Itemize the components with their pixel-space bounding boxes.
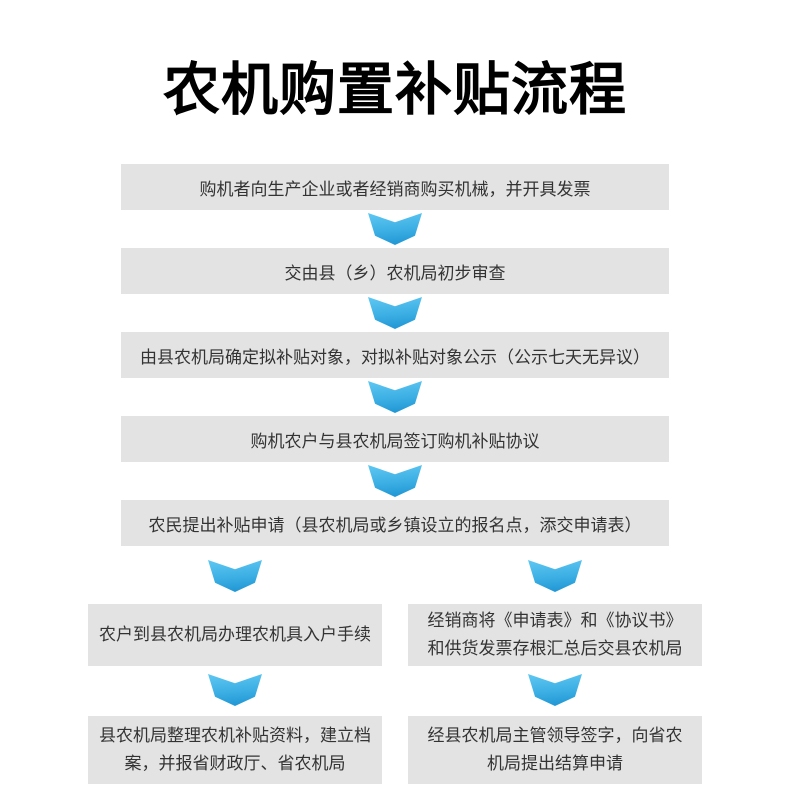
right-branch-step-1-line: 经销商将《申请表》和《协议书》 xyxy=(427,611,683,630)
down-arrow-icon xyxy=(208,674,262,706)
down-arrow-icon xyxy=(528,560,582,592)
down-arrow-icon xyxy=(208,560,262,592)
right-branch-step-1-line: 和供货发票存根汇总后交县农机局 xyxy=(427,639,683,658)
right-branch-column: 经销商将《申请表》和《协议书》 和供货发票存根汇总后交县农机局 经县农机局主管领… xyxy=(408,546,702,784)
left-branch-step-1: 农户到县农机局办理农机具入户手续 xyxy=(88,604,382,666)
main-flow: 购机者向生产企业或者经销商购买机械，并开具发票 交由县（乡）农机局初步审查 由县… xyxy=(0,164,790,546)
flow-step-2-label: 交由县（乡）农机局初步审查 xyxy=(284,263,506,283)
flow-step-1: 购机者向生产企业或者经销商购买机械，并开具发票 xyxy=(121,164,669,210)
flow-step-4: 购机农户与县农机局签订购机补贴协议 xyxy=(121,416,669,462)
flow-step-2: 交由县（乡）农机局初步审查 xyxy=(121,248,669,294)
right-branch-step-1: 经销商将《申请表》和《协议书》 和供货发票存根汇总后交县农机局 xyxy=(408,604,702,666)
flow-step-3: 由县农机局确定拟补贴对象，对拟补贴对象公示（公示七天无异议） xyxy=(121,332,669,378)
left-branch-step-2-line: 县农机局整理农机补贴资料，建立档 xyxy=(99,726,371,745)
flow-step-1-label: 购机者向生产企业或者经销商购买机械，并开具发票 xyxy=(199,179,591,199)
down-arrow-icon xyxy=(368,297,422,329)
right-branch-step-2-line: 经县农机局主管领导签字，向省农 xyxy=(427,726,683,745)
flow-step-5-label: 农民提出补贴申请（县农机局或乡镇设立的报名点，添交申请表） xyxy=(148,515,642,535)
flow-step-5: 农民提出补贴申请（县农机局或乡镇设立的报名点，添交申请表） xyxy=(121,500,669,546)
branch-columns: 农户到县农机局办理农机具入户手续 县农机局整理农机补贴资料，建立档 案，并报省财… xyxy=(0,546,790,784)
left-branch-step-1-line: 农户到县农机局办理农机具入户手续 xyxy=(99,625,371,644)
down-arrow-icon xyxy=(528,674,582,706)
left-branch-step-2: 县农机局整理农机补贴资料，建立档 案，并报省财政厅、省农机局 xyxy=(88,716,382,784)
right-branch-step-2: 经县农机局主管领导签字，向省农 机局提出结算申请 xyxy=(408,716,702,784)
left-branch-column: 农户到县农机局办理农机具入户手续 县农机局整理农机补贴资料，建立档 案，并报省财… xyxy=(88,546,382,784)
down-arrow-icon xyxy=(368,465,422,497)
page-title: 农机购置补贴流程 xyxy=(163,58,627,122)
flow-step-3-label: 由县农机局确定拟补贴对象，对拟补贴对象公示（公示七天无异议） xyxy=(140,347,650,367)
flow-step-4-label: 购机农户与县农机局签订购机补贴协议 xyxy=(250,431,540,451)
left-branch-step-2-line: 案，并报省财政厅、省农机局 xyxy=(124,754,346,773)
down-arrow-icon xyxy=(368,381,422,413)
right-branch-step-2-line: 机局提出结算申请 xyxy=(487,754,623,773)
down-arrow-icon xyxy=(368,213,422,245)
